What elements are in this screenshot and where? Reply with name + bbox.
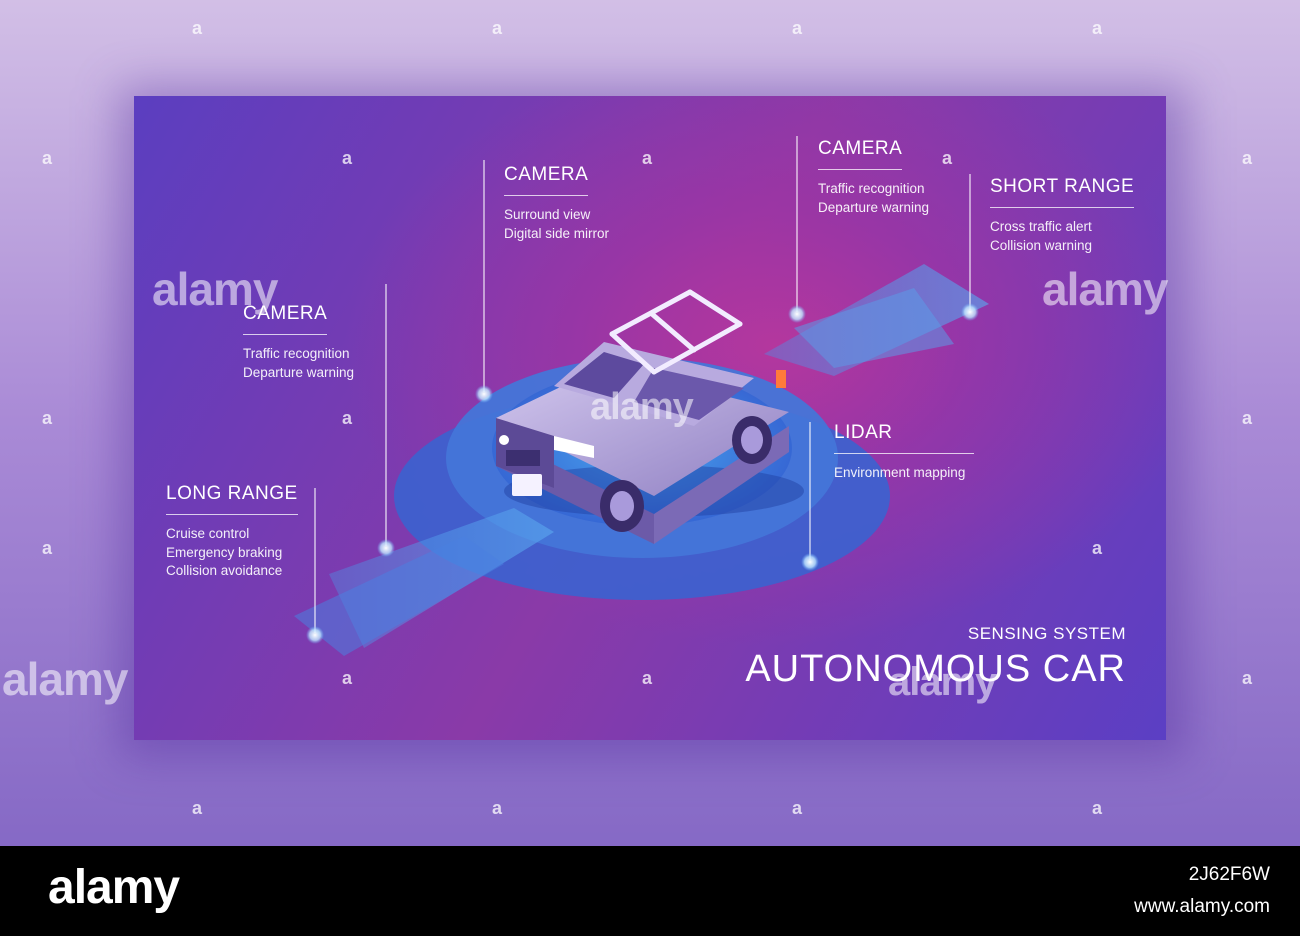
sensor-dot-camera-left (377, 539, 395, 557)
long-range-beam-secondary (294, 536, 504, 656)
label-long-range-line: Emergency braking (166, 544, 283, 560)
watermark-tick-icon: a (1092, 18, 1103, 38)
sensor-dot-short-range (961, 303, 979, 321)
footer-logo: alamy (48, 861, 180, 914)
label-short-range-line: Cross traffic alert (990, 219, 1092, 234)
label-camera-center: CAMERA Surround view Digital side mirror (504, 164, 609, 243)
diagram-title: AUTONOMOUS CAR (745, 648, 1126, 690)
label-long-range-line: Collision avoidance (166, 563, 283, 578)
label-long-range-title: LONG RANGE (166, 483, 298, 515)
label-camera-center-line: Digital side mirror (504, 225, 610, 241)
watermark: alamy (888, 660, 997, 704)
watermark-tick-icon: a (1092, 798, 1103, 818)
watermark-tick-icon: a (1242, 148, 1253, 168)
watermark-tick-icon: a (942, 148, 953, 168)
sensor-scene (294, 136, 989, 656)
watermark-tick-icon: a (342, 148, 353, 168)
sensor-dot-long-range (306, 626, 324, 644)
sensor-dot-camera-center (475, 385, 493, 403)
stage: CAMERA Traffic recognition Departure war… (2, 18, 1253, 818)
watermark-tick-icon: a (342, 668, 353, 688)
watermark: alamy (2, 653, 128, 705)
watermark-tick-icon: a (492, 18, 503, 38)
label-camera-right-title: CAMERA (818, 138, 903, 170)
watermark: alamy (590, 386, 694, 428)
label-lidar-line: Environment mapping (834, 465, 966, 480)
label-short-range-line: Collision warning (990, 237, 1093, 253)
label-camera-right: CAMERA Traffic recognition Departure war… (818, 138, 929, 217)
watermark: alamy (152, 263, 278, 315)
stock-footer: alamy 2J62F6W www.alamy.com (0, 846, 1300, 936)
diagram-subtitle: SENSING SYSTEM (967, 624, 1126, 643)
label-lidar: LIDAR Environment mapping (834, 422, 974, 483)
label-camera-left-line: Traffic recognition (243, 346, 350, 361)
short-range-beam-secondary (794, 288, 954, 368)
watermark-tick-icon: a (1092, 538, 1103, 558)
watermark-tick-icon: a (642, 668, 653, 688)
label-short-range: SHORT RANGE Cross traffic alert Collisio… (990, 176, 1135, 255)
label-camera-center-title: CAMERA (504, 164, 589, 196)
label-camera-left-title: CAMERA (243, 303, 328, 335)
label-lidar-title: LIDAR (834, 422, 974, 454)
watermark-tick-icon: a (1242, 408, 1253, 428)
sensor-stems (314, 136, 971, 633)
car-illustration (496, 289, 804, 544)
watermark-tick-icon: a (642, 148, 653, 168)
label-long-range: LONG RANGE Cruise control Emergency brak… (166, 483, 298, 581)
label-camera-right-line: Departure warning (818, 199, 930, 215)
watermark-tick-icon: a (342, 408, 353, 428)
infographic-panel: CAMERA Traffic recognition Departure war… (134, 96, 1166, 740)
watermark-tick-icon: a (792, 18, 803, 38)
watermark: alamy (1042, 263, 1168, 315)
watermark-tick-icon: a (192, 18, 203, 38)
sensor-dot-lidar (801, 553, 819, 571)
label-short-range-title: SHORT RANGE (990, 176, 1135, 208)
watermark-tick-icon: a (1242, 668, 1253, 688)
watermark-tick-icon: a (42, 538, 53, 558)
footer-url: www.alamy.com (1134, 896, 1270, 917)
label-camera-left-line: Departure warning (243, 364, 355, 380)
sensor-dot-camera-right (788, 305, 806, 323)
watermark-tick-icon: a (492, 798, 503, 818)
label-camera-center-line: Surround view (504, 207, 591, 222)
label-camera-right-line: Traffic recognition (818, 181, 925, 196)
watermark-tick-icon: a (192, 798, 203, 818)
footer-image-id: 2J62F6W (1188, 864, 1270, 885)
watermark-tick-icon: a (792, 798, 803, 818)
label-camera-left: CAMERA Traffic recognition Departure war… (243, 303, 354, 382)
watermark-tick-icon: a (42, 408, 53, 428)
label-long-range-line: Cruise control (166, 526, 250, 541)
watermark-tick-icon: a (42, 148, 53, 168)
